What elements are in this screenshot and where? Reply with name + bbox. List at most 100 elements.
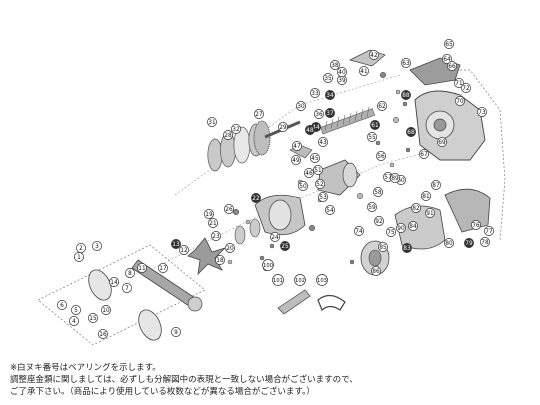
callout-circle-54 xyxy=(325,205,335,215)
clutch-cam xyxy=(342,162,358,188)
callout-label-10: 10 xyxy=(102,308,110,314)
callout-label-6: 6 xyxy=(60,303,64,309)
callout-circle-89 xyxy=(390,173,400,183)
worm-thread xyxy=(366,106,370,118)
callout-circle-32 xyxy=(231,124,241,134)
callout-label-67: 67 xyxy=(420,152,428,158)
callout-label-36: 36 xyxy=(315,112,323,118)
small-screw xyxy=(269,243,275,249)
callout-circle-2 xyxy=(76,243,86,253)
callout-label-26: 26 xyxy=(225,207,233,213)
callout-circle-11 xyxy=(137,263,147,273)
handle-knob xyxy=(138,309,162,341)
small-screw xyxy=(259,255,265,261)
callout-label-55: 55 xyxy=(368,135,376,141)
callout-circle-77 xyxy=(484,226,494,236)
callout-circle-12 xyxy=(179,245,189,255)
callout-circle-102 xyxy=(294,274,306,286)
callout-circle-41 xyxy=(359,66,369,76)
callout-label-45: 45 xyxy=(311,156,319,162)
callout-label-1: 1 xyxy=(77,255,81,261)
callout-label-48: 48 xyxy=(306,128,314,134)
callout-label-62: 62 xyxy=(378,104,386,110)
callout-label-34: 34 xyxy=(326,93,334,99)
callout-circle-45 xyxy=(310,153,320,163)
handle-assembly-box xyxy=(37,244,206,346)
callout-label-20: 20 xyxy=(226,246,234,252)
small-screw xyxy=(395,89,401,95)
callout-label-9: 9 xyxy=(174,330,178,336)
callout-circle-86 xyxy=(371,266,381,276)
callout-circle-37 xyxy=(325,108,335,118)
callout-circle-101 xyxy=(272,274,284,286)
callout-label-7: 7 xyxy=(125,286,129,292)
callout-circle-14 xyxy=(109,277,119,287)
callout-circle-27 xyxy=(254,109,264,119)
callout-label-22: 22 xyxy=(252,196,260,202)
callout-label-51: 51 xyxy=(314,168,322,174)
callout-label-28: 28 xyxy=(224,133,232,139)
drag-spring xyxy=(234,225,246,245)
drag-washer-small xyxy=(249,218,261,238)
callout-label-16: 16 xyxy=(99,332,107,338)
callout-circle-20 xyxy=(225,243,235,253)
callout-label-46: 46 xyxy=(305,171,313,177)
callout-label-14: 14 xyxy=(110,280,118,286)
small-screw xyxy=(392,116,400,124)
callout-label-40: 40 xyxy=(338,70,346,76)
callout-circle-87 xyxy=(431,180,441,190)
callout-circle-79 xyxy=(464,238,474,248)
callout-circle-22 xyxy=(251,193,261,203)
main-gear xyxy=(253,120,271,156)
axis-guide-line xyxy=(174,74,401,196)
callout-label-78: 78 xyxy=(481,240,489,246)
callout-label-89: 89 xyxy=(391,176,399,182)
callout-circle-103 xyxy=(316,274,328,286)
callout-circle-3 xyxy=(92,241,102,251)
small-screw xyxy=(227,259,233,265)
small-screw xyxy=(349,259,355,265)
callout-label-92: 92 xyxy=(375,219,383,225)
reel-parts xyxy=(37,49,506,346)
callout-circle-69 xyxy=(437,137,447,147)
callout-label-68: 68 xyxy=(407,130,415,136)
callout-label-2: 2 xyxy=(79,246,83,252)
callout-label-77: 77 xyxy=(485,229,493,235)
adjustment-note-line-2: ご了承下さい。（商品により使用している枚数などが異なる場合がございます。） xyxy=(10,387,315,397)
callout-label-32: 32 xyxy=(232,127,240,133)
callout-circle-35 xyxy=(323,73,333,83)
adjustment-note-line-1: 調整座金類に関しましては、必ずしも分解図中の表現と一致しない場合がございますので… xyxy=(10,375,358,385)
screwdriver-tool xyxy=(277,289,311,315)
callout-label-53: 53 xyxy=(319,195,327,201)
small-screw xyxy=(405,147,411,153)
callout-label-31: 31 xyxy=(208,120,216,126)
callout-circle-17 xyxy=(158,263,168,273)
callout-circle-31 xyxy=(207,117,217,127)
callout-label-4: 4 xyxy=(72,319,76,325)
small-screw xyxy=(356,192,364,200)
callout-label-63: 63 xyxy=(402,61,410,67)
side-plate-bearing xyxy=(268,199,292,231)
worm-thread xyxy=(354,110,358,122)
callout-label-39: 39 xyxy=(338,78,346,84)
callout-label-57: 57 xyxy=(384,175,392,181)
callout-label-87: 87 xyxy=(432,183,440,189)
callout-circle-24 xyxy=(270,232,280,242)
callout-circle-76 xyxy=(471,220,481,230)
callout-circle-51 xyxy=(313,165,323,175)
callout-circle-40 xyxy=(337,67,347,77)
callout-label-3: 3 xyxy=(95,244,99,250)
callout-label-38: 38 xyxy=(331,63,339,69)
callout-circle-25 xyxy=(280,241,290,251)
callout-label-35: 35 xyxy=(324,76,332,82)
callout-label-37: 37 xyxy=(326,111,334,117)
callout-label-15: 15 xyxy=(89,316,97,322)
callout-circle-66 xyxy=(447,61,457,71)
small-screw xyxy=(375,140,381,146)
callout-label-70: 70 xyxy=(456,99,464,105)
worm-thread xyxy=(348,112,352,124)
callout-circle-50 xyxy=(298,181,308,191)
callout-circle-26 xyxy=(224,204,234,214)
callout-label-80: 80 xyxy=(445,241,453,247)
